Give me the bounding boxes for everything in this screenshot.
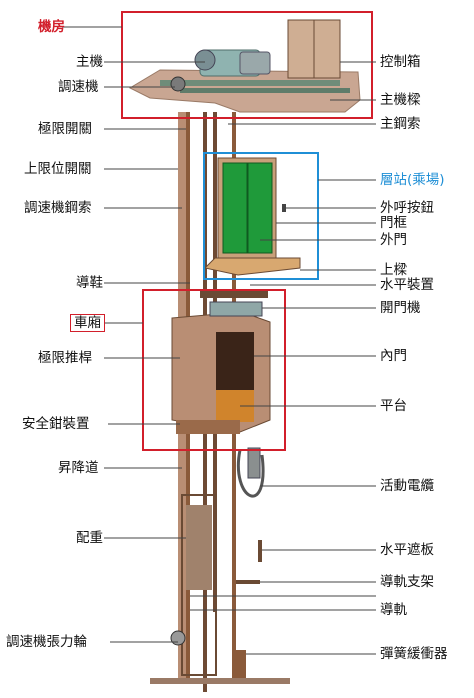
safety-gear [176,420,240,434]
label-toe-guard: 水平遮板 [380,542,434,558]
label-hoistway: 昇降道 [58,460,99,476]
traction-sheave [194,49,216,71]
machine-beam [160,80,340,86]
machine-beam-lower [180,88,350,93]
label-hall-button: 外呼按鈕 [380,200,434,216]
label-main-rope: 主鋼索 [380,116,421,132]
label-upper-limit-switch: 上限位開關 [24,161,92,177]
label-governor-tension-pulley: 調速機張力輪 [6,634,87,650]
label-counterweight: 配重 [76,530,103,546]
label-leveling-device: 水平裝置 [380,277,434,293]
label-guide-rail: 導軌 [380,602,407,618]
counterweight-frame [181,494,217,676]
car-box [142,289,286,451]
label-governor-rope: 調速機鋼索 [24,200,92,216]
label-upper-beam: 上樑 [380,262,407,278]
rail-bracket [236,580,260,584]
label-car: 車廂 [70,314,105,332]
label-traction-machine: 主機 [76,54,103,70]
hall-button [282,204,286,212]
motor [239,51,271,75]
label-limit-switch: 極限開關 [38,121,92,137]
hall-door-left [222,162,248,254]
label-buffer: 彈簧緩衝器 [380,646,448,662]
label-control-box: 控制箱 [380,54,421,70]
tension-pulley [170,630,186,646]
pit-floor [150,678,290,684]
door-operator [209,301,263,317]
label-car-door: 內門 [380,348,407,364]
counterweight-blocks [186,505,212,590]
machine-room-box [121,11,373,119]
car-top-crosshead [200,290,268,298]
label-hall-door: 外門 [380,232,407,248]
label-machine-room: 機房 [38,19,65,35]
buffer-spring [232,650,246,680]
landing-sill [203,257,301,276]
label-limit-push-rod: 極限推桿 [38,350,92,366]
label-guide-shoe: 導鞋 [76,275,103,291]
label-platform: 平台 [380,398,407,414]
governor-wheel [170,76,186,92]
label-machine-beam: 主機樑 [380,92,421,108]
traveling-cable [237,449,265,498]
label-safety-gear: 安全鉗裝置 [22,416,90,432]
label-traveling-cable: 活動電纜 [380,478,434,494]
label-door-frame: 門框 [380,215,407,231]
label-door-operator: 開門機 [380,300,421,316]
label-landing: 層站(乘場) [380,172,445,188]
traveling-cable-box [247,447,261,479]
hall-door-right [247,162,273,254]
landing-box [203,152,319,280]
toe-guard [258,540,262,562]
label-rail-bracket: 導軌支架 [380,574,434,590]
label-governor: 調速機 [58,79,99,95]
leader-lines [62,26,376,655]
